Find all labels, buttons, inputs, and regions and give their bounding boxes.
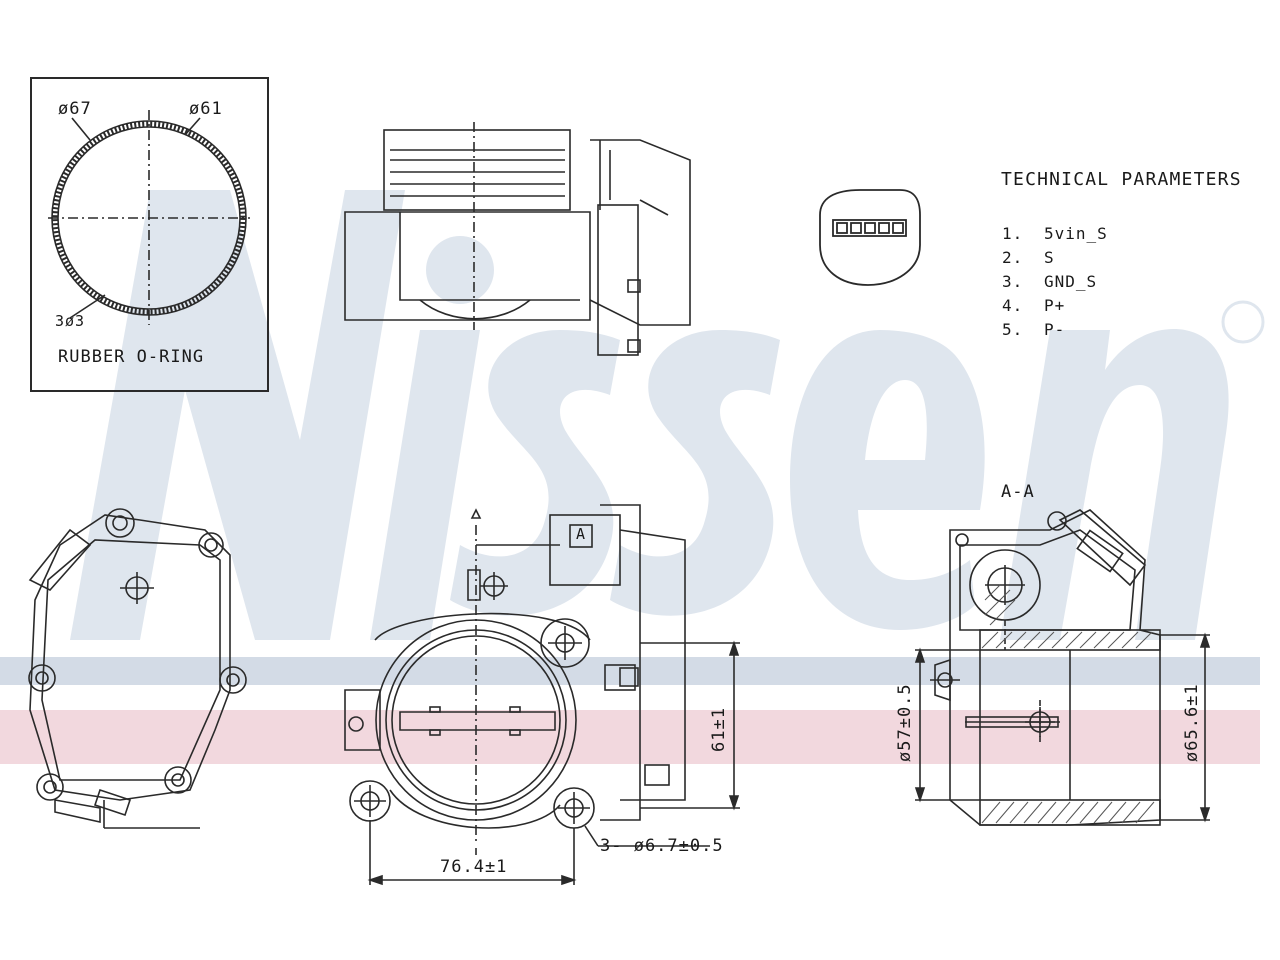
pin-1: 1. 5vin_S bbox=[1002, 224, 1108, 243]
side-view bbox=[28, 508, 247, 829]
pin-4-num: 4. bbox=[1002, 296, 1024, 315]
pin-5-label: P- bbox=[1044, 320, 1066, 339]
oring-dim-inner: ø61 bbox=[189, 99, 223, 119]
section-title: A-A bbox=[1001, 482, 1035, 502]
pin-2-num: 2. bbox=[1002, 248, 1024, 267]
front-dim-holes: 3- ø6.7±0.5 bbox=[600, 836, 724, 856]
pin-2-label: S bbox=[1044, 248, 1055, 267]
technical-parameters-title: TECHNICAL PARAMETERS bbox=[1001, 169, 1242, 190]
pin-4: 4. P+ bbox=[1002, 296, 1065, 315]
pin-1-label: 5vin_S bbox=[1044, 224, 1108, 243]
pin-3-num: 3. bbox=[1002, 272, 1024, 291]
pin-5-num: 5. bbox=[1002, 320, 1024, 339]
front-dim-width: 76.4±1 bbox=[440, 857, 508, 877]
top-view bbox=[344, 122, 691, 356]
section-marker-label: A bbox=[576, 525, 587, 543]
watermark-pink-band bbox=[0, 710, 1260, 764]
watermark-logo bbox=[70, 190, 1229, 640]
connector-plug bbox=[819, 189, 921, 286]
pin-4-label: P+ bbox=[1044, 296, 1066, 315]
front-view bbox=[344, 504, 740, 886]
section-dim-outer: ø65.6±1 bbox=[1182, 683, 1202, 762]
pin-3-label: GND_S bbox=[1044, 272, 1098, 291]
pin-1-num: 1. bbox=[1002, 224, 1024, 243]
oring-dim-outer: ø67 bbox=[58, 99, 92, 119]
section-view bbox=[914, 509, 1211, 826]
oring-dim-section: 3ø3 bbox=[55, 312, 86, 330]
section-dim-inner: ø57±0.5 bbox=[895, 683, 915, 762]
pin-3: 3. GND_S bbox=[1002, 272, 1097, 291]
registered-circle bbox=[1221, 300, 1265, 344]
watermark-blue-band bbox=[0, 657, 1260, 685]
oring-caption: RUBBER O-RING bbox=[58, 347, 205, 367]
pin-2: 2. S bbox=[1002, 248, 1055, 267]
front-dim-height: 61±1 bbox=[709, 707, 729, 752]
pin-5: 5. P- bbox=[1002, 320, 1065, 339]
oring-detail bbox=[30, 77, 269, 392]
